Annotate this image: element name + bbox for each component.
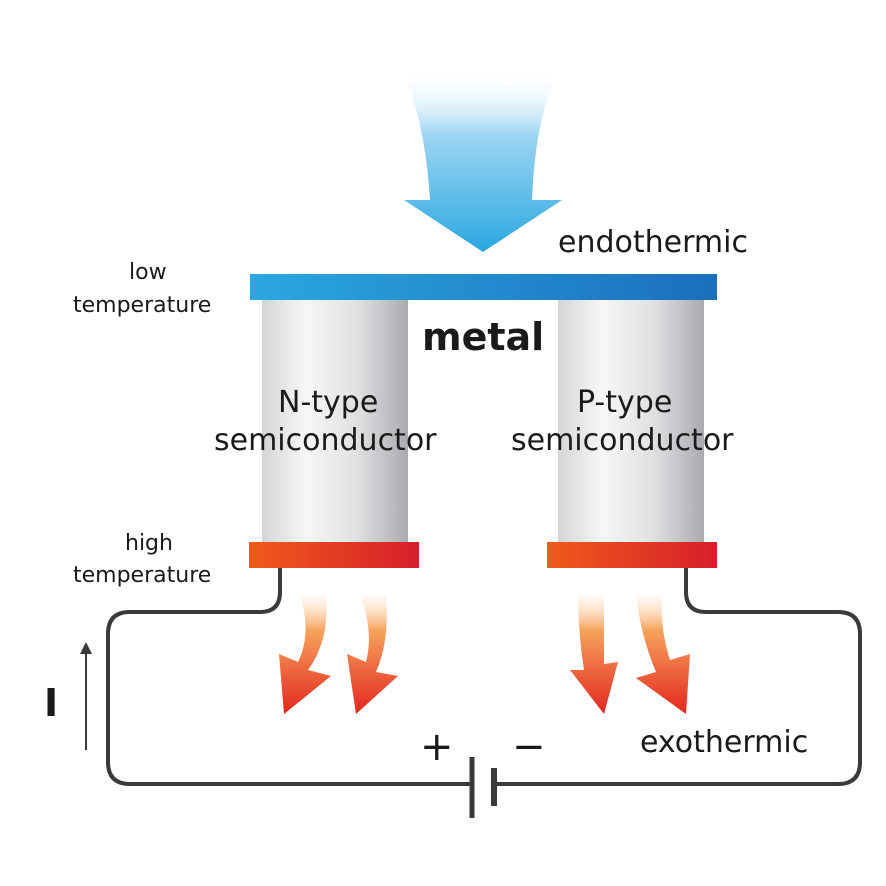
low-temperature-label-line2: temperature [73,293,211,318]
p-type-pillar [558,300,704,542]
metal-label: metal [422,315,544,359]
circuit-wire-right [494,568,862,786]
heat-out-arrows [279,594,690,714]
cold-metal-plate [250,274,717,300]
current-arrow-up-icon [80,642,92,750]
p-type-label-line2: semiconductor [511,423,734,458]
n-type-pillar [262,300,408,542]
current-label: I [44,681,58,725]
heat-out-arrow-icon [570,594,618,714]
high-temperature-label-line2: temperature [73,563,211,588]
heat-out-arrow-icon [279,594,331,714]
circuit-wire [106,568,472,786]
n-type-label-line2: semiconductor [214,423,437,458]
n-type-label-line1: N-type [278,385,378,420]
low-temperature-label-line1: low [129,260,167,285]
heat-out-arrow-icon [636,594,690,714]
endothermic-label: endothermic [558,225,748,260]
high-temperature-label-line1: high [125,531,173,556]
p-type-label-line1: P-type [577,385,672,420]
hot-metal-plate-n [249,542,419,568]
heat-in-arrow-icon [402,70,562,252]
plus-sign: + [420,724,454,770]
hot-metal-plate-p [547,542,717,568]
heat-out-arrow-icon [347,594,398,714]
battery-icon [469,757,497,818]
exothermic-label: exothermic [640,725,808,760]
minus-sign: − [512,724,546,770]
